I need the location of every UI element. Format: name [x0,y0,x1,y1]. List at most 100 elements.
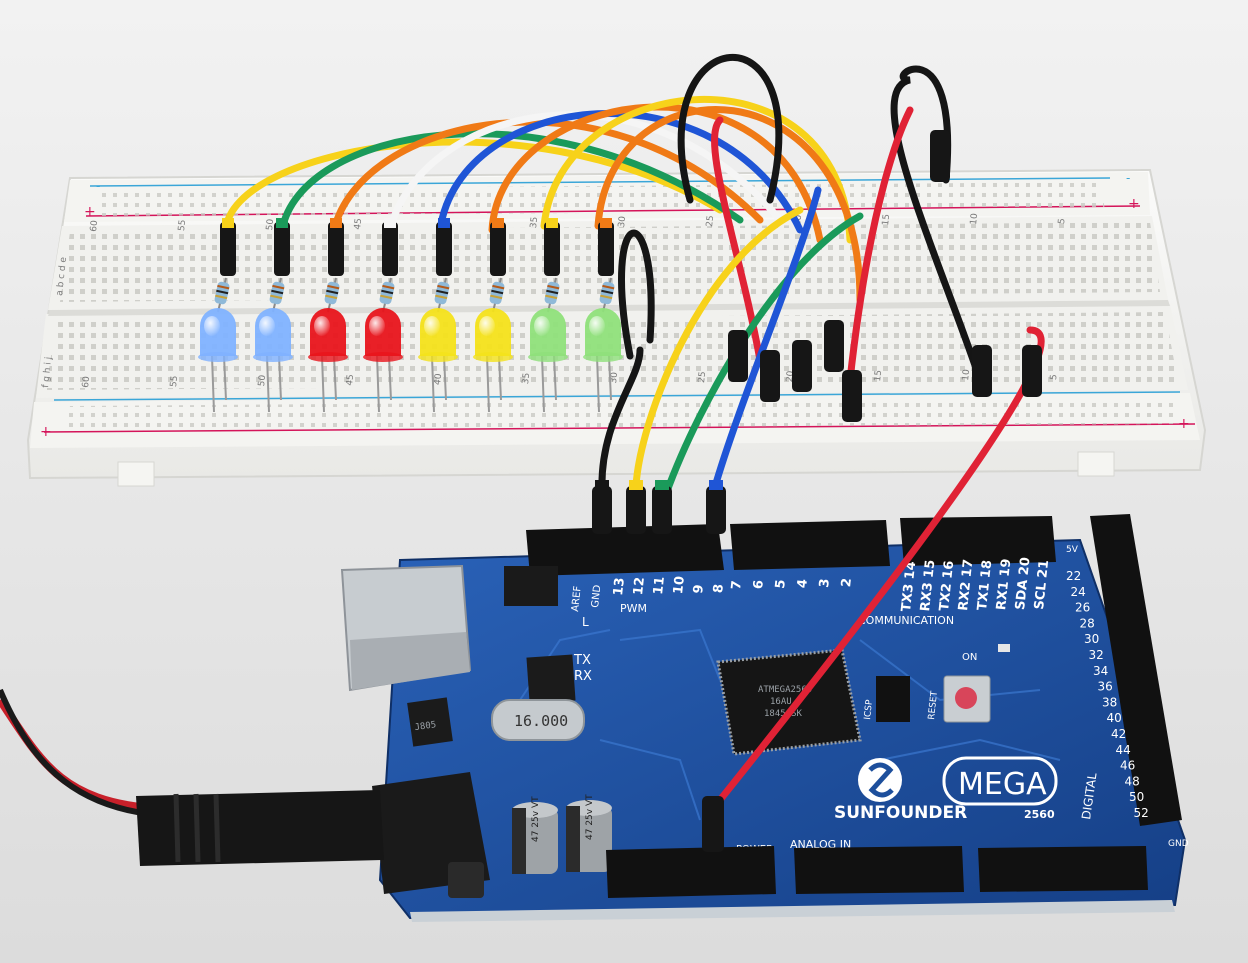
breadboard-foot-right [1077,451,1115,477]
digital-pin-number: 38 [1102,695,1117,709]
header-pin-number: 8 [711,583,727,594]
mega-badge: MEGA [942,756,1058,806]
header-pin-number: TX1 18 [975,559,995,611]
header-pin-number: 12 [631,576,648,596]
header-pin-number: TX3 14 [899,561,919,613]
aref-jumper-header [504,566,558,606]
column-number-upper: 5 [1057,218,1068,225]
wire-black-board [598,346,644,494]
digital-pin-number: 26 [1075,601,1090,615]
jumper-plug [760,350,780,402]
column-number-upper: 15 [881,214,892,226]
dc-power-jack [372,772,490,898]
jumper-plug [824,320,844,372]
header-pin-number: RX1 19 [994,558,1014,611]
usb-b-port [340,564,472,692]
jumper-wires [222,54,1045,804]
resistor [544,277,560,313]
sunfounder-logo [858,758,902,802]
header-pin-number: 10 [671,575,688,595]
reset-button[interactable] [943,675,991,723]
column-number-upper: 35 [529,216,540,228]
led-blue [198,308,238,413]
column-number-lower: 55 [169,375,180,387]
digital-pin-number: 34 [1093,664,1108,678]
jumper-plug [930,130,950,182]
resistor [379,277,395,313]
digital-pin-number: 42 [1111,727,1126,741]
resistor [434,277,450,313]
dc-power-cable [0,688,384,866]
voltage-regulator [407,697,453,747]
aref-label: AREF [570,585,584,612]
wire-red-2 [711,116,764,364]
brand-label: SUNFOUNDER [834,803,967,823]
column-number-lower: 45 [345,374,356,386]
digital-pin-number: 46 [1120,759,1135,773]
led-red [363,308,403,413]
pwm-label: PWM [620,602,647,615]
pin-header-power [606,846,776,898]
wire-black-loop [618,229,655,360]
jumper-plug [220,218,236,276]
jumper-plug [972,345,992,397]
resistor [324,277,340,313]
pin-header-communication [900,516,1056,566]
rail-plus-bottom-left: + [40,424,52,440]
on-label: ON [962,652,977,663]
pin-header-analog-in-2 [978,846,1148,892]
usb-chip [526,654,576,704]
rail-line-blue-bottom [53,391,1181,401]
column-number-upper: 55 [177,219,188,231]
header-pin-number: 3 [817,578,833,589]
digital-label: DIGITAL [1079,772,1099,821]
digital-pin-number: 22 [1066,569,1081,583]
pin-header-analog-in [794,846,964,894]
column-number-upper: 60 [89,220,100,233]
mcu-label-2: 16AU [770,697,792,707]
crystal-oscillator: 16.000 [491,699,585,741]
digital-pin-number: 24 [1071,585,1086,599]
wire-yellow-1 [222,138,724,234]
column-number-upper: 50 [265,218,276,231]
rail-plus-top-right: + [1128,196,1140,212]
jumper-plug [728,330,748,382]
wire-red-1 [846,106,914,384]
cap-right-label: 47 25v VT [585,794,595,840]
on-led [998,644,1010,652]
jumper-plug [274,218,290,276]
led-array [198,277,623,413]
led-yellow [473,308,513,413]
resistor [599,277,615,313]
mcu-label-1: ATMEGA2560 [758,685,812,695]
digital-pin-number: 40 [1107,711,1122,725]
column-number-upper: 45 [353,218,364,230]
rail-minus-top-right: - [1126,171,1130,185]
tx-label: TX [573,653,591,668]
column-number-lower: 35 [521,372,532,384]
rail-minus-top-left: - [96,179,100,193]
mcu-label-3: 1845GSK [764,709,803,719]
led-yellow [418,308,458,413]
header-pin-number: 9 [691,584,707,595]
jumper-plug [544,218,560,276]
icsp-header: ICSP [863,676,910,722]
pin-header-digital-2-7 [730,520,890,570]
column-number-upper: 10 [969,213,980,226]
wire-black-top [677,54,783,204]
column-number-upper: 30 [617,215,628,228]
gnd-right-label: GND [1168,839,1189,849]
digital-pin-number: 30 [1084,632,1099,646]
five-v-label: 5V [1066,545,1079,555]
wire-blue-board [710,186,822,494]
header-pin-number: 7 [729,580,745,591]
jumper-plug-board [592,480,612,534]
column-number-lower: 15 [873,370,884,382]
column-number-lower: 60 [81,376,92,389]
digital-pin-number: 32 [1089,648,1104,662]
l-label: L [582,615,589,629]
led-green [528,308,568,413]
wire-yellow-2 [540,96,854,244]
